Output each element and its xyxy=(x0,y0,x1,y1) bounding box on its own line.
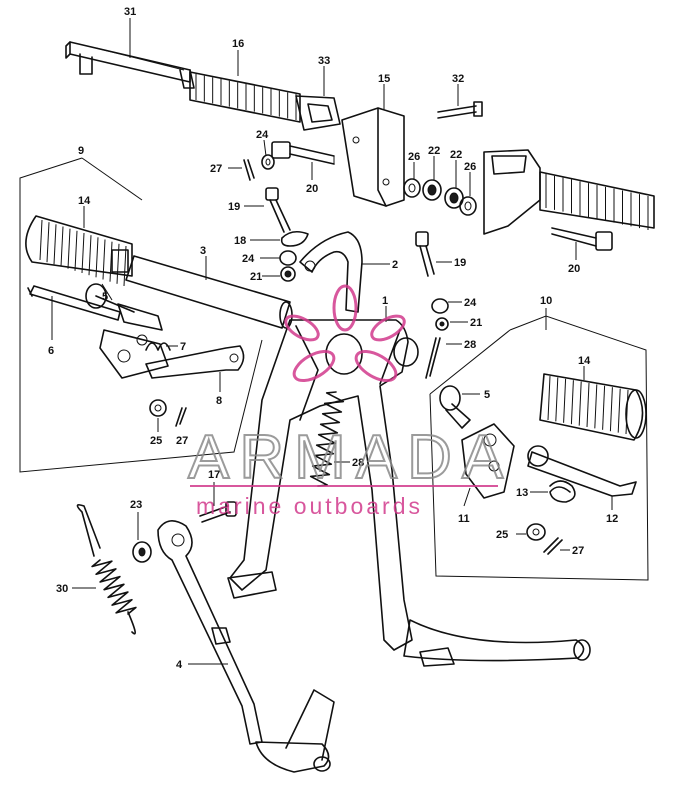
washer-24-mid xyxy=(279,250,297,266)
callout-12: 12 xyxy=(606,513,618,525)
washer-25-left xyxy=(149,399,167,417)
washer-25-right xyxy=(526,523,546,541)
callout-17: 17 xyxy=(208,469,220,481)
spring-7 xyxy=(145,342,171,351)
leader-11 xyxy=(463,487,471,507)
step-holder-right xyxy=(461,423,515,499)
stand-spring-center xyxy=(309,391,345,487)
callout-27-top: 27 xyxy=(210,163,222,175)
callout-20-right: 20 xyxy=(568,263,580,275)
bolt-19-right xyxy=(415,231,435,277)
watermark-brand: ARMADA xyxy=(188,423,513,492)
callout-27-right: 27 xyxy=(572,545,584,557)
callout-21-right: 21 xyxy=(470,317,482,329)
callout-1: 1 xyxy=(382,295,388,307)
callout-28: 28 xyxy=(464,339,476,351)
callout-22-right: 22 xyxy=(450,149,462,161)
cotter-pin-28 xyxy=(425,337,441,379)
callout-14-left: 14 xyxy=(78,195,91,207)
leader-24a xyxy=(263,139,267,157)
nut-21-right xyxy=(435,317,449,331)
armada-logo-mark xyxy=(284,284,406,383)
callout-30: 30 xyxy=(56,583,68,595)
washer-18 xyxy=(280,230,309,247)
callout-7: 7 xyxy=(180,341,186,353)
bolt-17 xyxy=(199,501,237,523)
callout-25-left: 25 xyxy=(150,435,162,447)
bolt-19-left xyxy=(265,187,291,233)
nut-22-left xyxy=(422,179,442,201)
link-rod-8 xyxy=(145,345,245,379)
side-stand-spring xyxy=(76,504,137,635)
bolt-20-upper xyxy=(271,141,335,165)
step-rubber-left xyxy=(25,215,133,287)
cotter-pin-27-right xyxy=(543,537,563,555)
callout-24-mid: 24 xyxy=(242,253,255,265)
callout-32: 32 xyxy=(452,73,464,85)
callout-8: 8 xyxy=(216,395,222,407)
callout-26-right: 26 xyxy=(464,161,476,173)
callout-3: 3 xyxy=(200,245,206,257)
side-stand xyxy=(157,520,335,773)
pivot-shaft xyxy=(125,255,293,329)
callout-23: 23 xyxy=(130,499,142,511)
callout-5-right: 5 xyxy=(484,389,490,401)
leaders-26-22 xyxy=(413,156,471,196)
step-arm-left xyxy=(27,285,121,340)
callout-33: 33 xyxy=(318,55,330,67)
washer-26-left xyxy=(403,178,421,198)
callout-16: 16 xyxy=(232,38,244,50)
bolt-20-right xyxy=(551,227,613,251)
footrest-bracket xyxy=(341,107,405,207)
callout-24-top: 24 xyxy=(256,129,269,141)
callout-26-left: 26 xyxy=(408,151,420,163)
callout-19-left: 19 xyxy=(228,201,240,213)
callout-4: 4 xyxy=(176,659,183,671)
step-holder-left xyxy=(99,303,169,379)
callout-9: 9 xyxy=(78,145,84,157)
washer-24-right xyxy=(431,298,449,314)
callout-6: 6 xyxy=(48,345,54,357)
footrest-rubber-left xyxy=(189,71,301,123)
callout-31: 31 xyxy=(124,6,136,18)
step-rubber-right xyxy=(539,373,647,441)
callout-10: 10 xyxy=(540,295,552,307)
bolt-32 xyxy=(437,101,483,119)
cotter-pin-27-left xyxy=(175,407,187,427)
callout-2: 2 xyxy=(392,259,398,271)
callout-19-right: 19 xyxy=(454,257,466,269)
stand-arm-bracket xyxy=(299,231,363,313)
callout-15: 15 xyxy=(378,73,390,85)
nut-23 xyxy=(132,541,152,563)
washer-24-top xyxy=(261,154,275,170)
callout-13: 13 xyxy=(516,487,528,499)
callout-28-center: 28 xyxy=(352,457,364,469)
callout-14-right: 14 xyxy=(578,355,591,367)
watermark: ARMADA marine outboards xyxy=(187,284,513,519)
washer-26-right xyxy=(459,196,477,216)
footrest-rubber-right xyxy=(483,149,655,235)
callout-11: 11 xyxy=(458,513,470,525)
callout-27-left: 27 xyxy=(176,435,188,447)
watermark-tagline: marine outboards xyxy=(196,493,423,519)
callout-24-right: 24 xyxy=(464,297,477,309)
callout-5-left: 5 xyxy=(102,291,108,303)
step-arm-right xyxy=(527,445,637,497)
nut-21-mid xyxy=(280,266,296,282)
right-step-group-outline xyxy=(429,308,649,581)
cotter-pin-27-top xyxy=(243,159,255,181)
spring-13 xyxy=(549,480,576,503)
callout-21-mid: 21 xyxy=(250,271,262,283)
callout-25-right: 25 xyxy=(496,529,508,541)
callout-18: 18 xyxy=(234,235,246,247)
callout-22-left: 22 xyxy=(428,145,440,157)
leader-5a xyxy=(101,283,113,301)
callout-20-upper: 20 xyxy=(306,183,318,195)
pivot-bolt-5-right xyxy=(439,385,471,429)
pivot-bolt-5-left xyxy=(85,283,135,313)
left-step-group-outline xyxy=(19,157,263,473)
footrest-holder xyxy=(295,95,341,131)
